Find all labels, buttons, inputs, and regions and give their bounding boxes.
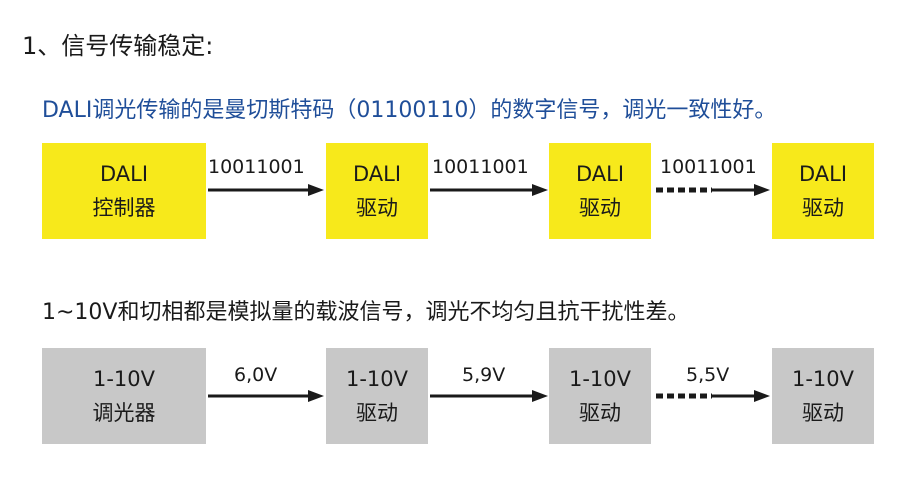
box-title: 1-10V — [92, 367, 156, 391]
box-subtitle: 控制器 — [92, 196, 156, 220]
box-subtitle: 驱动 — [356, 401, 398, 425]
section-heading: 1、信号传输稳定: — [22, 32, 214, 60]
dimmer-box: 1-10V 调光器 — [42, 348, 206, 444]
voltage-label: 5,5V — [686, 364, 730, 386]
dali-driver-box: DALI 驱动 — [549, 143, 651, 239]
signal-label: 10011001 — [208, 156, 305, 178]
voltage-label: 6,0V — [234, 364, 278, 386]
dotted-arrow — [656, 384, 770, 408]
dali-driver-box: DALI 驱动 — [326, 143, 428, 239]
driver-box: 1-10V 驱动 — [772, 348, 874, 444]
box-title: 1-10V — [791, 367, 855, 391]
box-subtitle: 调光器 — [92, 401, 156, 425]
box-title: DALI — [575, 162, 625, 186]
box-title: 1-10V — [345, 367, 409, 391]
driver-box: 1-10V 驱动 — [326, 348, 428, 444]
dali-description: DALI调光传输的是曼切斯特码（01100110）的数字信号，调光一致性好。 — [42, 98, 777, 123]
solid-arrow — [430, 178, 548, 202]
box-subtitle: 驱动 — [356, 196, 398, 220]
analog-description: 1~10V和切相都是模拟量的载波信号，调光不均匀且抗干扰性差。 — [42, 300, 690, 325]
box-subtitle: 驱动 — [802, 401, 844, 425]
box-subtitle: 驱动 — [579, 401, 621, 425]
box-title: DALI — [99, 162, 149, 186]
solid-arrow — [208, 384, 324, 408]
solid-arrow — [430, 384, 548, 408]
signal-label: 10011001 — [432, 156, 529, 178]
dali-controller-box: DALI 控制器 — [42, 143, 206, 239]
box-subtitle: 驱动 — [579, 196, 621, 220]
dotted-arrow — [656, 178, 770, 202]
box-title: DALI — [798, 162, 848, 186]
driver-box: 1-10V 驱动 — [549, 348, 651, 444]
signal-label: 10011001 — [660, 156, 757, 178]
box-title: 1-10V — [568, 367, 632, 391]
box-subtitle: 驱动 — [802, 196, 844, 220]
dali-driver-box: DALI 驱动 — [772, 143, 874, 239]
box-title: DALI — [352, 162, 402, 186]
solid-arrow — [208, 178, 324, 202]
voltage-label: 5,9V — [462, 364, 506, 386]
